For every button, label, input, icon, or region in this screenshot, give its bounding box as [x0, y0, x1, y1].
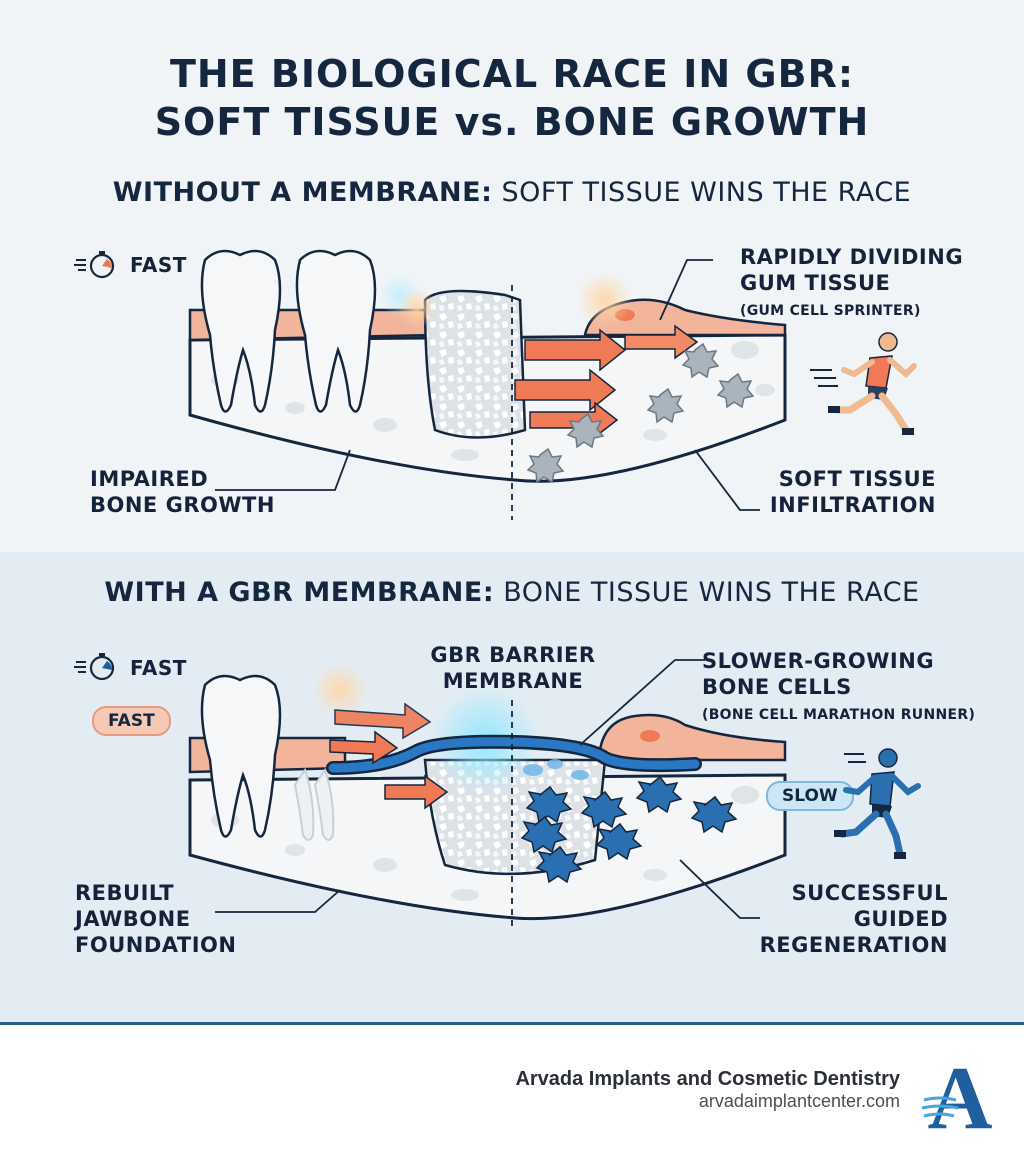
callout-impaired-line1: IMPAIRED — [90, 467, 209, 491]
callout-gum-line1: RAPIDLY DIVIDING — [740, 245, 964, 269]
callout-gum-sub: (GUM CELL SPRINTER) — [740, 303, 921, 319]
callout-success-line3: REGENERATION — [759, 933, 948, 957]
callout-bone-cells: SLOWER-GROWING BONE CELLS (BONE CELL MAR… — [702, 648, 975, 728]
callout-rebuilt-line2: JAWBONE — [75, 907, 191, 931]
sprinter-runner-icon — [810, 332, 917, 435]
callout-impaired-line2: BONE GROWTH — [90, 493, 275, 517]
callout-gum-line2: GUM TISSUE — [740, 271, 891, 295]
callout-cells-line1: SLOWER-GROWING — [702, 649, 935, 673]
callout-membrane-line1: GBR BARRIER — [430, 643, 596, 667]
callout-cells-sub: (BONE CELL MARATHON RUNNER) — [702, 707, 976, 723]
callout-membrane-line2: MEMBRANE — [442, 669, 584, 693]
brand-logo: A — [921, 1049, 993, 1148]
speed-label-fast: FAST — [130, 656, 187, 680]
section-heading-without-membrane: WITHOUT A MEMBRANE: SOFT TISSUE WINS THE… — [0, 177, 1024, 208]
section-heading-bold: WITHOUT A MEMBRANE: — [112, 177, 493, 208]
callout-successful-regeneration: SUCCESSFUL GUIDED REGENERATION — [760, 880, 948, 958]
callout-infil-line2: INFILTRATION — [769, 493, 936, 517]
section-heading-bold: WITH A GBR MEMBRANE: — [104, 577, 495, 608]
callout-infil-line1: SOFT TISSUE — [778, 467, 936, 491]
section-heading-rest: SOFT TISSUE WINS THE RACE — [501, 177, 912, 208]
marathon-runner-icon — [834, 748, 921, 859]
callout-gbr-membrane: GBR BARRIER MEMBRANE — [418, 642, 608, 694]
callout-cells-line2: BONE CELLS — [702, 675, 852, 699]
page-title-line1: THE BIOLOGICAL RACE IN GBR: — [169, 52, 855, 96]
diagram-without-membrane — [188, 249, 787, 520]
callout-impaired-bone: IMPAIRED BONE GROWTH — [90, 466, 275, 518]
stopwatch-icon — [74, 251, 115, 279]
brand-url: arvadaimplantcenter.com — [698, 1091, 900, 1111]
diagram-with-membrane — [188, 659, 787, 930]
section-heading-with-membrane: WITH A GBR MEMBRANE: BONE TISSUE WINS TH… — [0, 577, 1024, 608]
fast-pill-badge: FAST — [92, 706, 171, 736]
callout-success-line1: SUCCESSFUL — [791, 881, 948, 905]
stopwatch-icon — [74, 653, 115, 681]
slow-pill-badge: SLOW — [766, 781, 854, 811]
page-title-line2: SOFT TISSUE vs. BONE GROWTH — [154, 100, 870, 144]
callout-gum-tissue: RAPIDLY DIVIDING GUM TISSUE (GUM CELL SP… — [740, 244, 963, 324]
speed-label-fast: FAST — [130, 253, 187, 277]
callout-rebuilt-jawbone: REBUILT JAWBONE FOUNDATION — [75, 880, 236, 958]
footer — [0, 1025, 1024, 1154]
footer-divider — [0, 1022, 1024, 1025]
callout-success-line2: GUIDED — [853, 907, 948, 931]
section-heading-rest: BONE TISSUE WINS THE RACE — [503, 577, 920, 608]
callout-rebuilt-line3: FOUNDATION — [75, 933, 237, 957]
brand-block: Arvada Implants and Cosmetic Dentistry a… — [515, 1068, 900, 1112]
callout-rebuilt-line1: REBUILT — [75, 881, 175, 905]
callout-soft-tissue-infiltration: SOFT TISSUE INFILTRATION — [770, 466, 936, 518]
brand-name: Arvada Implants and Cosmetic Dentistry — [515, 1068, 900, 1090]
